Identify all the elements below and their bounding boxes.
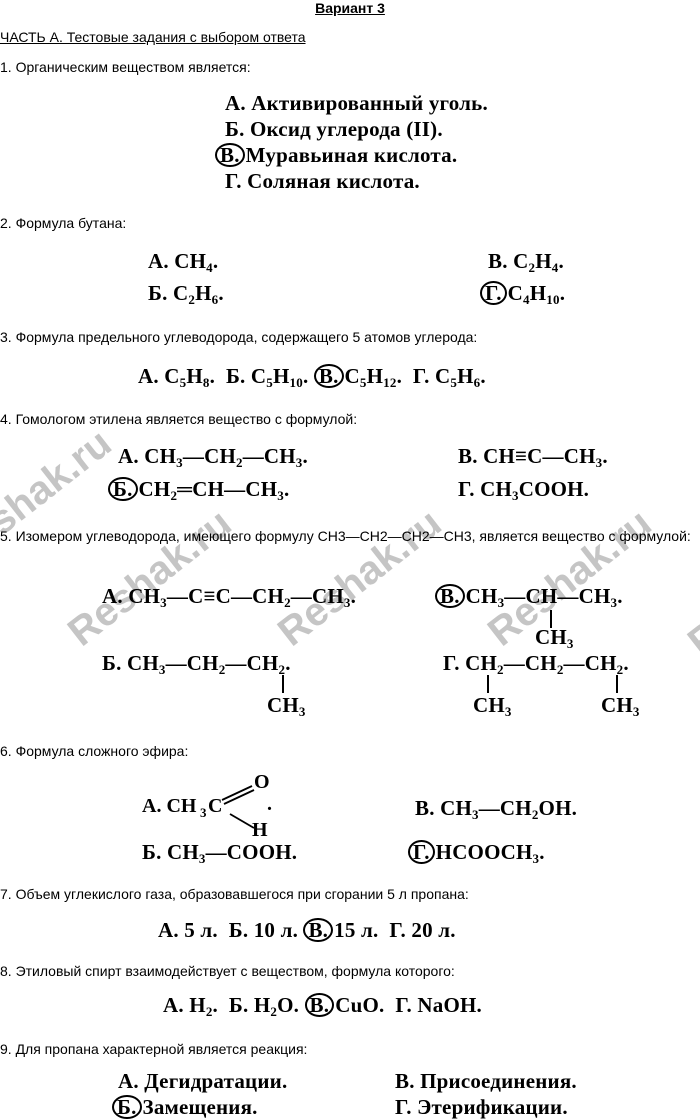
watermark: Reshak.ru [270,500,450,655]
q5-option-a: А. CH3—C≡C—CH2—CH3. [102,584,357,610]
q6-option-b: Б. CH3—COOH. [142,840,298,866]
q1-option-c-text: Муравьиная кислота. [245,143,458,167]
answer-circle: В. [313,364,344,388]
q2-option-b: Б. C2H6. [148,281,224,307]
q4-option-c: В. CH≡C—CH3. [458,444,608,470]
question-1-text: 1. Органическим веществом является: [0,59,251,75]
svg-text:3: 3 [200,805,207,820]
q4-option-b: Б.CH2═CH—CH3. [108,476,289,502]
q4-option-a: А. CH3—CH2—CH3. [118,444,308,470]
watermark: Reshak.ru [0,420,120,575]
watermark: Reshak.ru [60,500,240,655]
substituent: CH3 [473,693,512,719]
answer-circle: Б. [108,477,138,501]
q9-option-c: В. Присоединения. [395,1069,577,1093]
q2-option-c: В. C2H4. [488,249,564,275]
substituent: CH3 [601,693,640,719]
question-4-text: 4. Гомологом этилена является вещество с… [0,411,358,427]
question-6-text: 6. Формула сложного эфира: [0,743,189,759]
q1-option-d: Г. Соляная кислота. [225,169,420,193]
question-3-text: 3. Формула предельного углеводорода, сод… [0,329,478,345]
substituent: CH3 [267,693,306,719]
page-title: Вариант 3 [315,0,385,16]
answer-circle: Г. [408,840,435,864]
answer-circle: В. [304,993,335,1017]
q6-option-a: А. CH 3 C O H . [142,771,292,842]
q2-option-d: Г.C4H10. [480,280,565,306]
question-5-text: 5. Изомером углеводорода, имеющего форму… [0,528,691,544]
q6-option-c: В. CH3—CH2OH. [415,796,578,822]
svg-text:C: C [208,795,222,817]
q1-option-b: Б. Оксид углерода (II). [225,117,443,141]
svg-text:.: . [267,793,272,815]
bond-line [282,675,284,693]
q4-option-d: Г. CH3COOH. [458,477,590,503]
bond-line [616,675,618,693]
section-heading: ЧАСТЬ А. Тестовые задания с выбором отве… [0,29,306,45]
q9-option-a: А. Дегидратации. [118,1069,288,1093]
q5-option-c: В.CH3—CH—CH3. CH3 [435,580,665,650]
bond-line [550,610,552,628]
q5-option-b: Б. CH3—CH2—CH2. CH3 [102,651,306,719]
question-7-text: 7. Объем углекислого газа, образовавшего… [0,886,469,902]
q9-option-b-text: Замещения. [142,1095,258,1119]
q6-option-d: Г.HCOOCH3. [408,839,545,865]
q9-option-b: Б.Замещения. [112,1094,258,1120]
q2-option-a: А. CH4. [148,249,219,275]
aldehyde-structure: А. CH 3 C O H . [142,771,272,841]
bond-line [487,675,489,693]
answer-circle: В. [435,584,465,608]
answer-circle: Г. [480,281,507,305]
question-8-text: 8. Этиловый спирт взаимодействует с веще… [0,963,455,979]
substituent: CH3 [535,625,574,651]
svg-text:O: O [254,772,270,793]
q1-option-c: В.Муравьиная кислота. [215,142,457,168]
q3-options: А. C5H8. Б. C5H10. В.C5H12. Г. C5H6. [138,364,486,390]
q1-option-a: А. Активированный уголь. [225,91,488,115]
answer-circle: В. [303,918,334,942]
q7-options: А. 5 л. Б. 10 л. В.15 л. Г. 20 л. [158,918,456,942]
question-9-text: 9. Для пропана характерной является реак… [0,1041,308,1057]
question-2-text: 2. Формула бутана: [0,215,127,231]
q9-option-d: Г. Этерификации. [395,1095,568,1119]
q8-options: А. H2. Б. H2O. В.CuO. Г. NaOH. [163,993,483,1019]
svg-text:H: H [252,819,268,841]
answer-circle: Б. [112,1095,142,1119]
svg-text:А. CH: А. CH [142,795,197,817]
answer-circle: В. [215,143,245,167]
q5-option-d: Г. CH2—CH2—CH2. CH3 CH3 [443,651,640,719]
